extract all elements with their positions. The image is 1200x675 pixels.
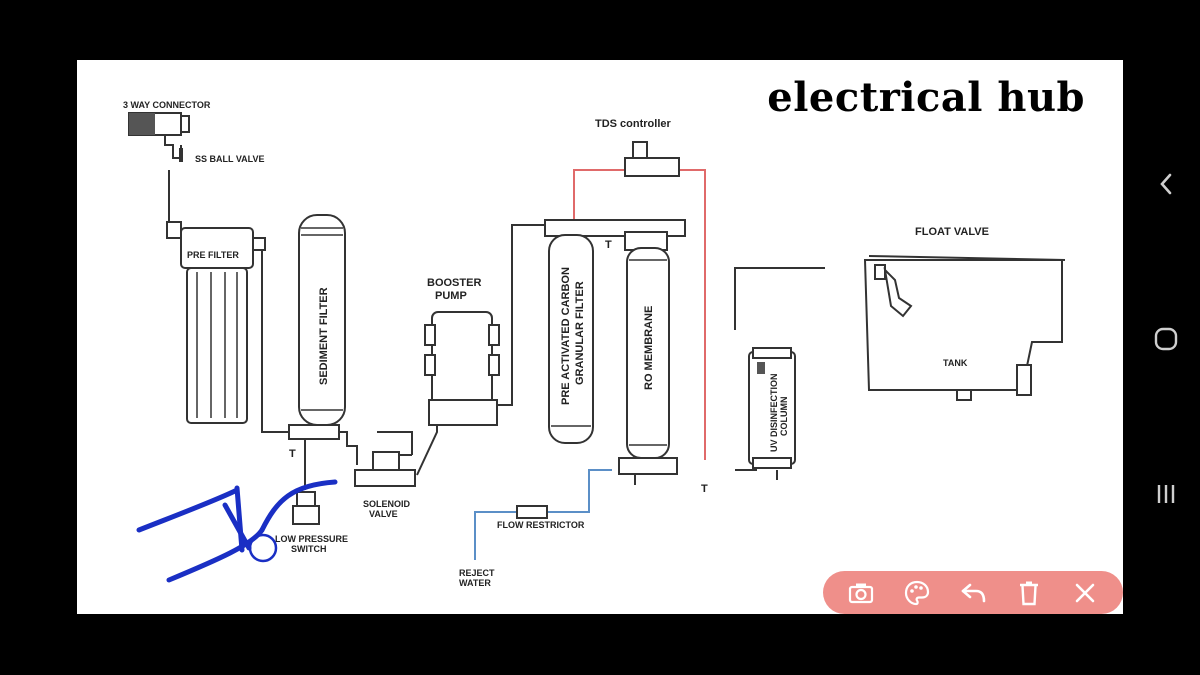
close-icon (1075, 583, 1095, 602)
label-ss-ball-valve: SS BALL VALVE (195, 154, 265, 164)
label-carbon-filter-1: PRE ACTIVATED CARBON (560, 267, 572, 405)
brand-watermark: electrical hub (767, 74, 1085, 121)
label-reject-water-1: REJECT (459, 568, 495, 578)
label-booster-pump-1: BOOSTER (427, 277, 481, 289)
undo-button[interactable] (955, 575, 991, 611)
label-low-pressure-switch-2: SWITCH (291, 544, 327, 554)
three-way-connector (128, 112, 190, 162)
label-uv-column-2: COLUMN (779, 397, 789, 437)
tds-controller (624, 141, 680, 177)
permeate-line (573, 169, 706, 460)
label-tee-3: T (701, 483, 708, 495)
recents-button[interactable] (1150, 478, 1182, 510)
camera-icon (848, 583, 874, 603)
label-ro-membrane: RO MEMBRANE (643, 306, 655, 390)
close-button[interactable] (1067, 575, 1103, 611)
delete-button[interactable] (1011, 575, 1047, 611)
uv-disinfection-column (748, 347, 796, 469)
recents-icon (1157, 485, 1175, 503)
pre-filter-housing (166, 221, 266, 424)
solenoid-valve (354, 451, 416, 487)
label-tee-1: T (289, 448, 296, 460)
ro-membrane (618, 231, 678, 475)
label-booster-pump-2: PUMP (435, 290, 467, 302)
label-uv-column-1: UV DISINFECTION (769, 373, 779, 452)
back-chevron-icon (1160, 173, 1172, 195)
handwritten-annotation (136, 479, 338, 583)
back-button[interactable] (1150, 168, 1182, 200)
label-three-way-connector: 3 WAY CONNECTOR (123, 100, 211, 110)
undo-icon (961, 583, 986, 602)
label-tank: TANK (943, 358, 968, 368)
screenshot-toolbar (823, 571, 1123, 614)
storage-tank (863, 255, 1066, 401)
sediment-filter (288, 214, 346, 440)
ro-system-diagram: 3 WAY CONNECTOR SS BALL VALVE PRE FILTER… (123, 100, 1066, 588)
label-carbon-filter-2: GRANULAR FILTER (574, 281, 586, 385)
palette-button[interactable] (899, 575, 935, 611)
label-flow-restrictor: FLOW RESTRICTOR (497, 520, 585, 530)
reject-line (474, 469, 612, 560)
label-reject-water-2: WATER (459, 578, 491, 588)
booster-pump (424, 311, 500, 426)
label-float-valve: FLOAT VALVE (915, 226, 989, 238)
label-solenoid-valve-2: VALVE (369, 509, 398, 519)
flow-restrictor (516, 505, 548, 519)
label-low-pressure-switch-1: LOW PRESSURE (275, 534, 348, 544)
trash-icon (1020, 581, 1038, 605)
label-tds-controller: TDS controller (595, 118, 672, 130)
home-circle-icon (1154, 327, 1178, 351)
low-pressure-switch (292, 491, 320, 525)
home-button[interactable] (1150, 323, 1182, 355)
label-sediment-filter: SEDIMENT FILTER (318, 287, 330, 385)
camera-button[interactable] (843, 575, 879, 611)
label-pre-filter: PRE FILTER (187, 250, 239, 260)
label-tee-2: T (605, 239, 612, 251)
android-nav-bar (1130, 0, 1200, 675)
palette-icon (904, 580, 930, 605)
label-solenoid-valve-1: SOLENOID (363, 499, 411, 509)
image-viewer: 3 WAY CONNECTOR SS BALL VALVE PRE FILTER… (77, 60, 1123, 614)
